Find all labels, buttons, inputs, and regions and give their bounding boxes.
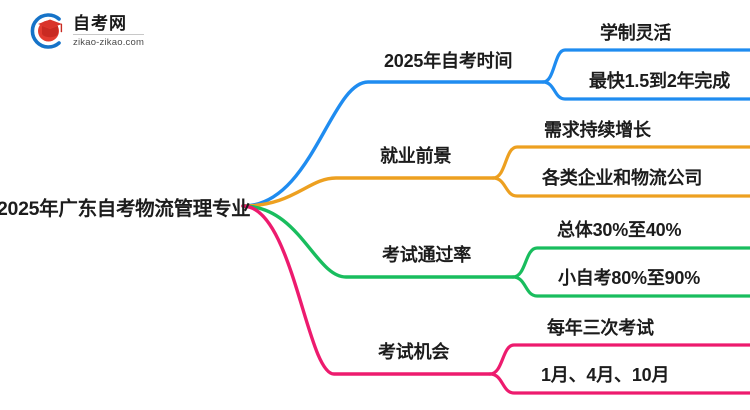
branch-trunk-1 [241, 176, 495, 208]
child-connector-0-1 [541, 80, 750, 101]
branch-label-2: 考试通过率 [382, 245, 471, 265]
child-label-1-1: 各类企业和物流公司 [542, 168, 703, 188]
child-label-0-0: 学制灵活 [600, 23, 672, 43]
child-label-2-1: 小自考80%至90% [558, 268, 701, 288]
branch-label-0: 2025年自考时间 [384, 51, 513, 71]
child-label-3-1: 1月、4月、10月 [541, 365, 670, 385]
graduation-cap-icon [26, 11, 66, 51]
child-connector-3-1 [488, 372, 750, 395]
branch-label-1: 就业前景 [380, 146, 452, 166]
brand-url: zikao-zikao.com [73, 37, 145, 48]
root-node-label: 2025年广东自考物流管理专业 [0, 198, 251, 220]
branch-trunk-3 [241, 204, 492, 376]
branch-trunk-0 [241, 80, 545, 208]
brand-name: 自考网 [73, 14, 145, 35]
child-connector-1-1 [491, 176, 750, 198]
child-label-3-0: 每年三次考试 [547, 318, 654, 338]
child-label-1-0: 需求持续增长 [544, 120, 651, 140]
child-label-2-0: 总体30%至40% [557, 220, 682, 240]
site-logo: 自考网 zikao-zikao.com [26, 8, 176, 54]
branch-label-3: 考试机会 [378, 342, 450, 362]
child-connector-2-1 [511, 275, 750, 298]
brand-text: 自考网 zikao-zikao.com [73, 13, 145, 49]
branch-trunk-2 [241, 204, 515, 279]
child-label-0-1: 最快1.5到2年完成 [589, 71, 731, 91]
